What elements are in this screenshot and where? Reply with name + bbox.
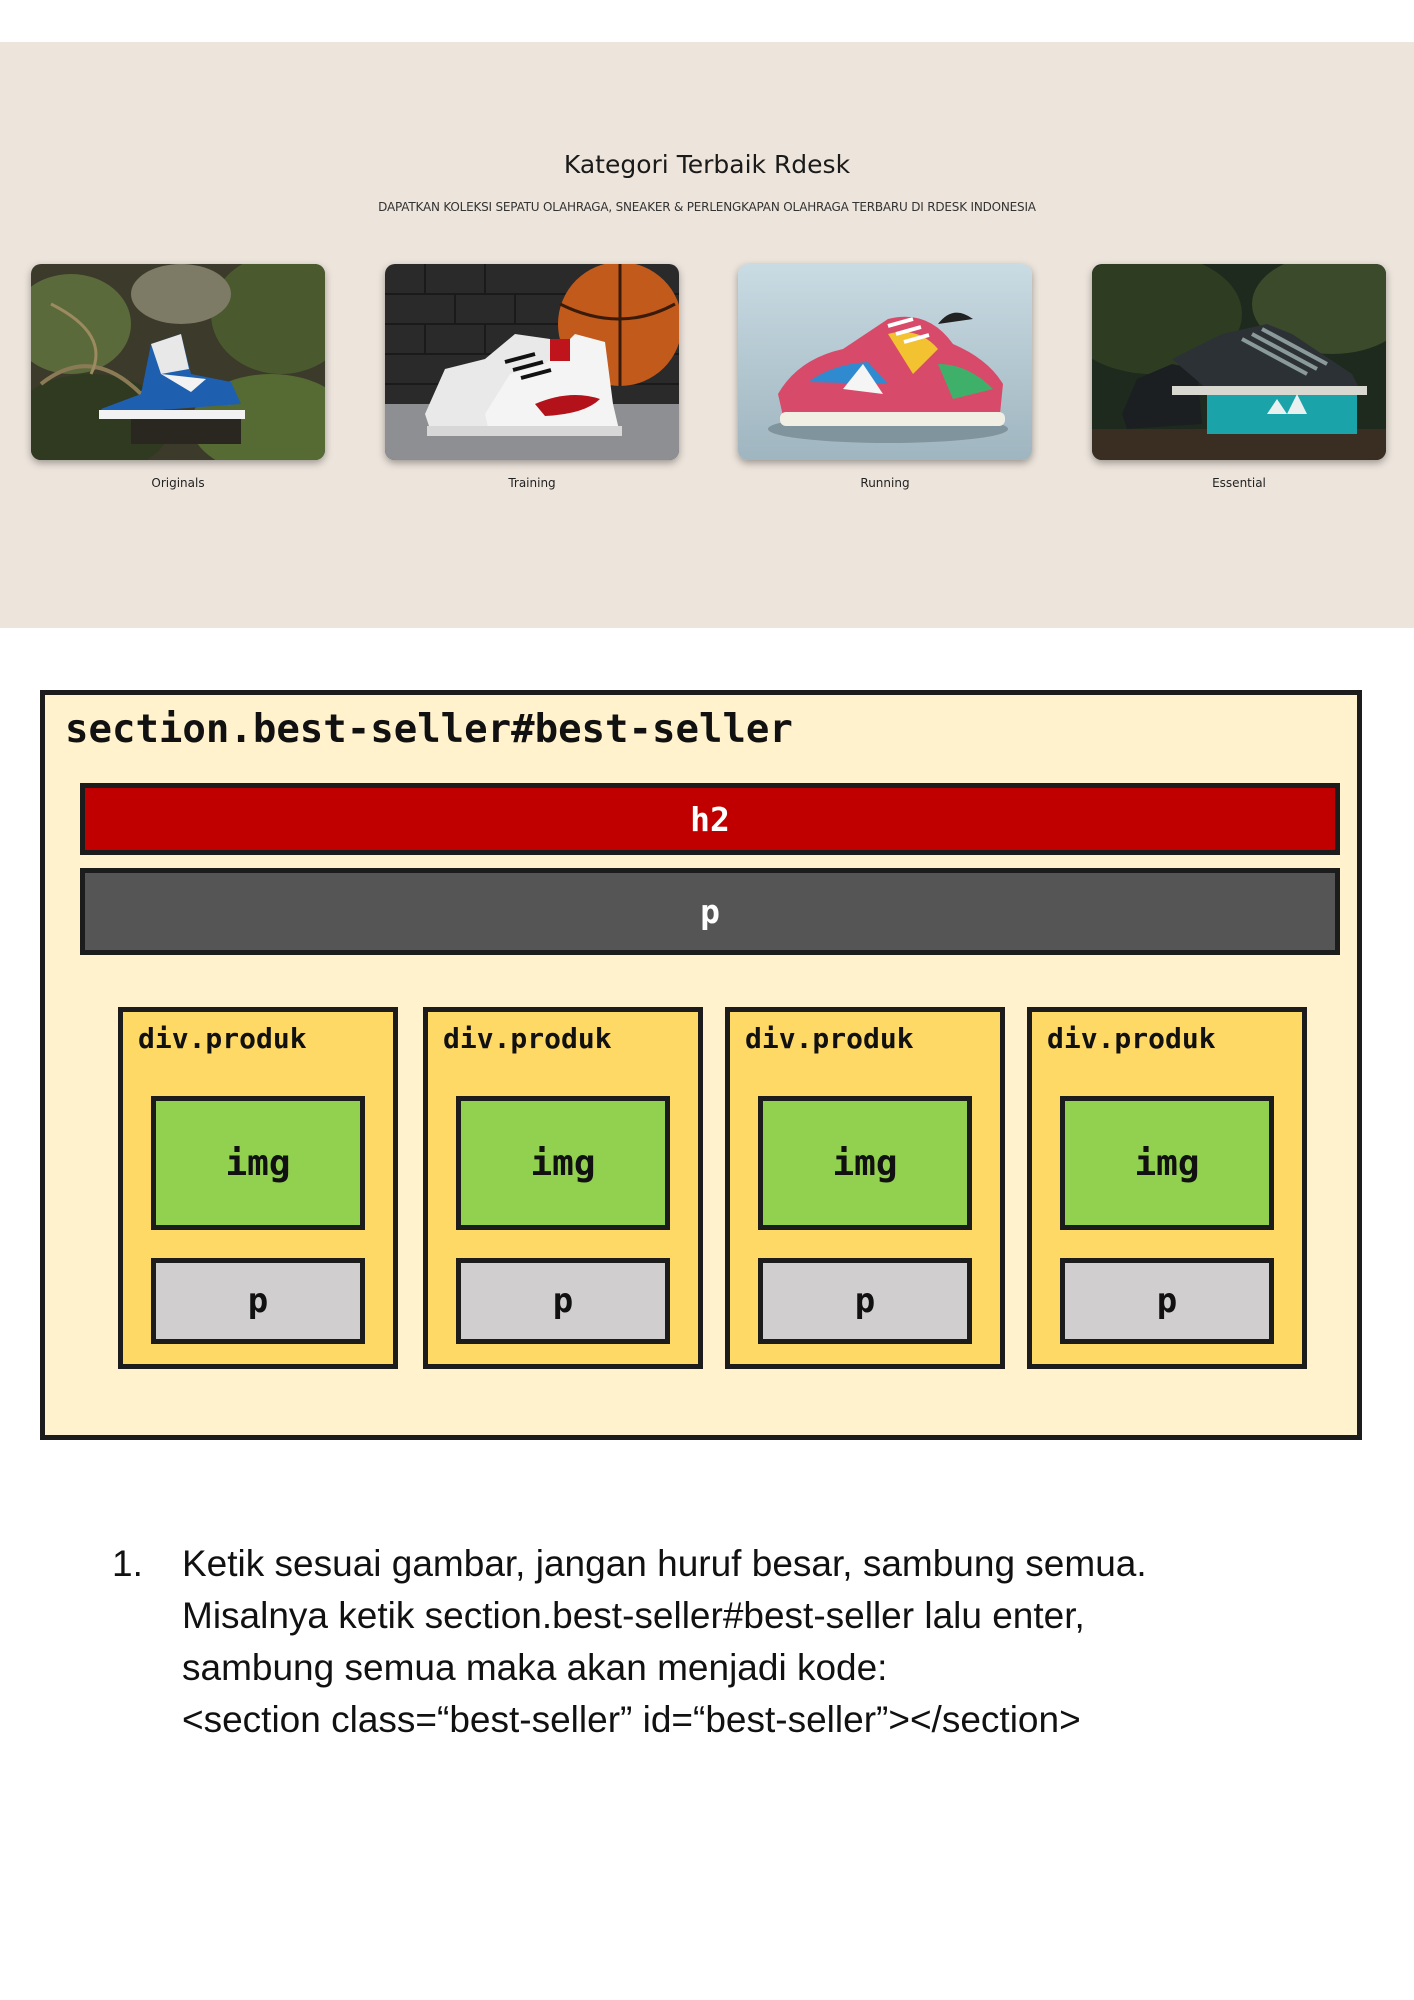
img-label: img [530, 1142, 596, 1184]
essential-photo[interactable] [1092, 264, 1386, 460]
category-section: Kategori Terbaik Rdesk DAPATKAN KOLEKSI … [0, 42, 1414, 628]
category-card-running[interactable]: Running [738, 264, 1032, 490]
best-seller-diagram: section.best-seller#best-seller h2 p div… [40, 690, 1362, 1440]
produk-p-block: p [1060, 1258, 1274, 1344]
originals-caption: Originals [151, 476, 205, 490]
training-photo[interactable] [385, 264, 679, 460]
produk-img-block: img [456, 1096, 670, 1230]
instruction-text: Ketik sesuai gambar, jangan huruf besar,… [182, 1538, 1147, 1746]
img-label: img [1134, 1142, 1200, 1184]
category-card-training[interactable]: Training [385, 264, 679, 490]
produk-p-block: p [456, 1258, 670, 1344]
produk-p-label: p [552, 1281, 574, 1321]
produk-p-label: p [247, 1281, 269, 1321]
produk-block: div.produk img p [1027, 1007, 1307, 1369]
img-label: img [832, 1142, 898, 1184]
produk-label: div.produk [1047, 1022, 1216, 1055]
section-label: section.best-seller#best-seller [65, 707, 793, 752]
produk-block: div.produk img p [423, 1007, 703, 1369]
essential-caption: Essential [1212, 476, 1266, 490]
produk-p-block: p [151, 1258, 365, 1344]
running-caption: Running [860, 476, 910, 490]
category-subtitle: DAPATKAN KOLEKSI SEPATU OLAHRAGA, SNEAKE… [378, 200, 1036, 214]
produk-img-block: img [1060, 1096, 1274, 1230]
category-card-originals[interactable]: Originals [31, 264, 325, 490]
category-card-essential[interactable]: Essential [1092, 264, 1386, 490]
produk-block: div.produk img p [725, 1007, 1005, 1369]
originals-photo[interactable] [31, 264, 325, 460]
instruction-line: Ketik sesuai gambar, jangan huruf besar,… [182, 1543, 1147, 1584]
produk-p-label: p [854, 1281, 876, 1321]
produk-block: div.produk img p [118, 1007, 398, 1369]
instruction-line: <section class=“best-seller” id=“best-se… [182, 1699, 1081, 1740]
produk-img-block: img [151, 1096, 365, 1230]
running-photo[interactable] [738, 264, 1032, 460]
instruction-line: Misalnya ketik section.best-seller#best-… [182, 1595, 1085, 1636]
img-label: img [225, 1142, 291, 1184]
category-title: Kategori Terbaik Rdesk [563, 150, 851, 179]
instruction-number: 1. [112, 1543, 143, 1584]
p-label: p [700, 892, 720, 931]
produk-label: div.produk [138, 1022, 307, 1055]
p-block: p [80, 868, 1340, 955]
produk-label: div.produk [745, 1022, 914, 1055]
produk-label: div.produk [443, 1022, 612, 1055]
produk-p-block: p [758, 1258, 972, 1344]
h2-block: h2 [80, 783, 1340, 855]
h2-label: h2 [690, 799, 730, 839]
training-caption: Training [508, 476, 556, 490]
instruction-line: sambung semua maka akan menjadi kode: [182, 1647, 888, 1688]
produk-p-label: p [1156, 1281, 1178, 1321]
produk-img-block: img [758, 1096, 972, 1230]
